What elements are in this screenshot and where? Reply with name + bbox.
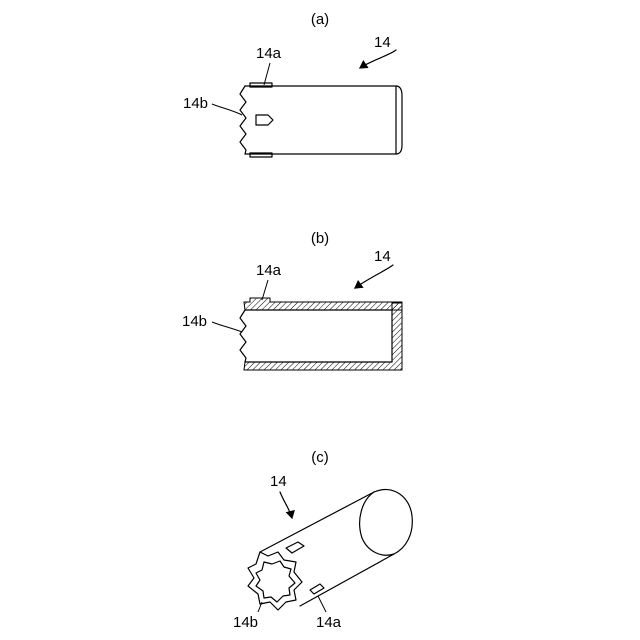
zigzag-end-a — [240, 86, 246, 154]
label-14b-a: 14b — [183, 95, 208, 112]
tab-bottom-a — [250, 153, 272, 157]
caption-c: (c) — [311, 449, 329, 466]
part-arrow-c — [280, 492, 292, 518]
tab-top-a — [250, 83, 272, 87]
part-arrow-b — [355, 265, 393, 288]
caption-a: (a) — [311, 11, 329, 28]
leader-14a-b — [262, 280, 268, 300]
label-14b-c: 14b — [233, 614, 258, 631]
part-label-c: 14 — [270, 473, 287, 490]
view-a: (a) 14 14a 14b — [183, 11, 402, 157]
label-14a-c: 14a — [316, 614, 342, 631]
label-14a-b: 14a — [256, 262, 282, 279]
label-14b-b: 14b — [182, 313, 207, 330]
view-b: (b) 14 14a 14b — [182, 230, 402, 370]
leader-14a-c — [318, 596, 326, 612]
window-upper-c — [286, 542, 304, 553]
window-a — [256, 115, 273, 125]
part-label-a: 14 — [374, 34, 391, 51]
cylinder-body-c — [260, 489, 412, 606]
leader-14b-b — [212, 322, 242, 332]
leader-14a-a — [264, 63, 270, 85]
part-arrow-a — [360, 50, 396, 68]
zigzag-end-b — [240, 310, 246, 362]
wall-top-b — [244, 298, 402, 310]
tab-lower-c — [310, 584, 324, 594]
part-label-b: 14 — [374, 248, 391, 265]
toothed-rim-inner-c — [256, 561, 295, 602]
leader-14b-a — [212, 104, 242, 115]
caption-b: (b) — [311, 230, 329, 247]
wall-bottom-b — [244, 303, 402, 370]
view-c: (c) 14 14b 14a — [233, 449, 412, 631]
label-14a-a: 14a — [256, 45, 282, 62]
cylinder-far-end-c — [360, 492, 394, 555]
cylinder-side-a — [245, 86, 402, 154]
